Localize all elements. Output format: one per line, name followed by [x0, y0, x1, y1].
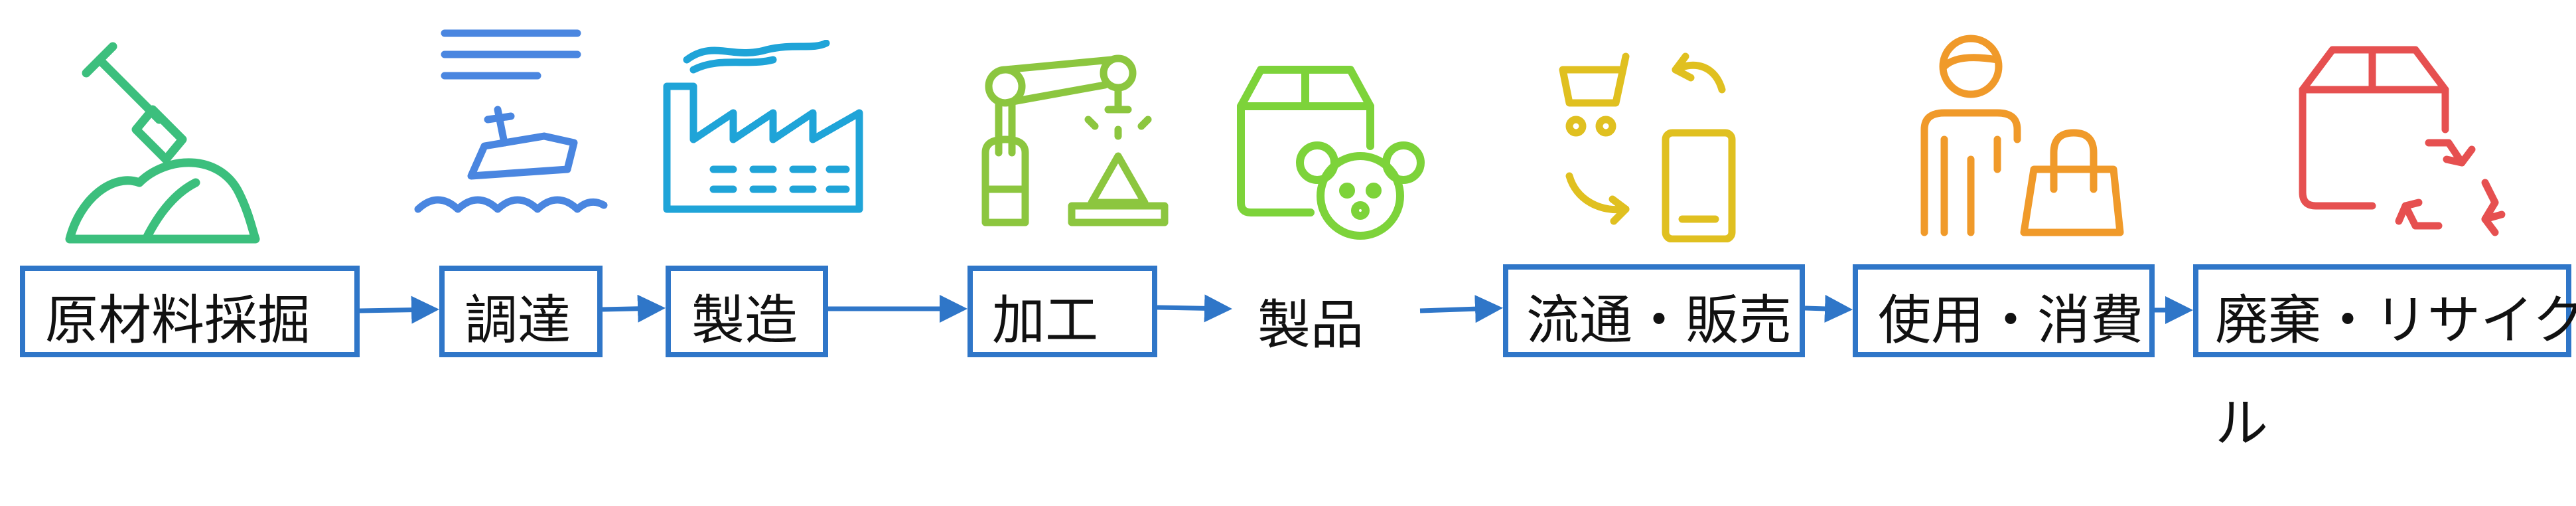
stage-label-mining: 原材料採掘 [45, 290, 311, 351]
factory-icon [663, 40, 863, 213]
stage-label-processing: 加工 [992, 290, 1098, 351]
stage-box-manufacturing [666, 266, 828, 357]
stage-box-use [1853, 264, 2155, 357]
arrow-mining-to-procurement [359, 295, 439, 324]
box-recycle-icon [2299, 46, 2506, 236]
stage-box-disposal [2193, 264, 2571, 357]
sinking-ship-icon [414, 29, 608, 213]
arrow-product-to-distribution [1419, 295, 1503, 323]
stage-box-processing [967, 266, 1157, 357]
stage-label-manufacturing: 製造 [691, 290, 798, 351]
stage-label-distribution: 流通・販売 [1526, 290, 1792, 351]
person-bag-icon [1920, 35, 2124, 236]
arrow-procurement-to-manufacturing [602, 294, 666, 323]
stage-label-product: 製品 [1257, 294, 1364, 356]
stage-label-procurement: 調達 [465, 290, 571, 351]
stage-label-disposal-line1: 廃棄・リサイク [2215, 290, 2576, 351]
stage-box-mining [20, 266, 360, 357]
stage-label-disposal-line2: ル [2215, 392, 2268, 454]
stage-label-use: 使用・消費 [1878, 290, 2143, 351]
box-teddy-bear-icon [1237, 66, 1425, 240]
cart-phone-icon [1559, 52, 1736, 242]
robot-arm-icon [981, 54, 1169, 226]
stage-box-procurement [439, 266, 603, 357]
stage-box-distribution [1503, 264, 1805, 357]
arrow-processing-to-product [1157, 294, 1232, 323]
arrow-distribution-to-use [1804, 294, 1853, 323]
shovel-dirt-icon [65, 42, 260, 244]
